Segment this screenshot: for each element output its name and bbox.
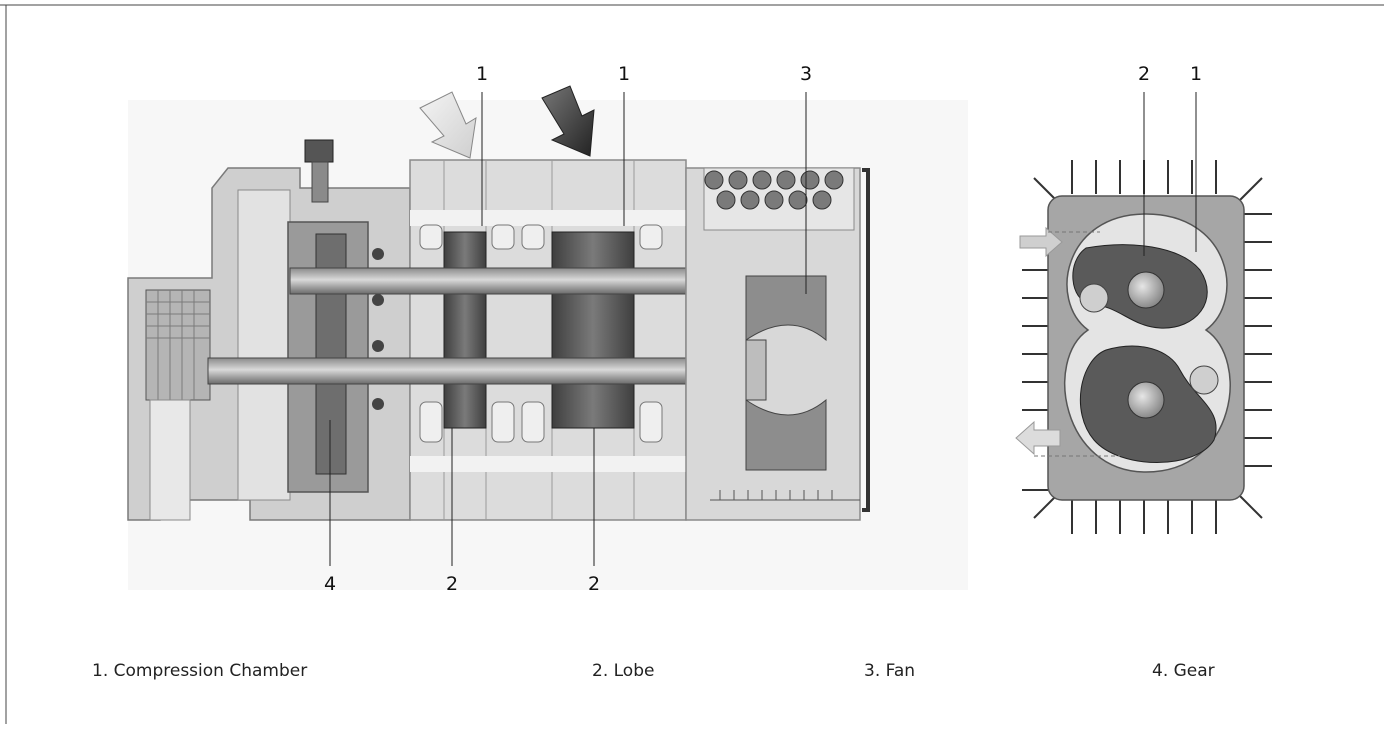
callout-endview-chamber: 1: [1190, 63, 1202, 85]
end-view-upper-hub: [1127, 271, 1165, 309]
lobe-left: [443, 231, 487, 429]
base-fins: [710, 490, 860, 501]
outlet-arrow: [541, 85, 595, 157]
pump-end-view: [1015, 160, 1272, 534]
fan-guard: [862, 168, 870, 512]
end-foot: [149, 399, 191, 521]
legend-lobe: 2. Lobe: [592, 661, 655, 681]
cooling-fins-end-view: [1022, 160, 1272, 534]
upper-shaft: [289, 267, 721, 295]
legend-gear: 4. Gear: [1152, 661, 1215, 681]
lobe-right: [551, 231, 635, 429]
callout-endview-lobe: 2: [1138, 63, 1150, 85]
callout-lobe-right: 2: [588, 573, 600, 595]
callout-gear: 4: [324, 573, 336, 595]
housing-inner-wall: [237, 189, 291, 501]
end-view-swirl-port-lower: [1189, 365, 1219, 395]
callout-compression-chamber-right: 1: [618, 63, 630, 85]
lower-shaft: [207, 357, 779, 385]
callout-compression-chamber-left: 1: [476, 63, 488, 85]
section-leader-lines: [329, 92, 807, 566]
legend-compression-chamber: 1. Compression Chamber: [92, 661, 308, 681]
chamber-top-gap: [410, 210, 686, 226]
intake-filter-mesh: [146, 290, 210, 400]
inlet-arrow: [419, 91, 477, 159]
callout-fan: 3: [800, 63, 812, 85]
pump-section-view: [127, 85, 870, 521]
legend-fan: 3. Fan: [864, 661, 916, 681]
end-view-swirl-port: [1079, 283, 1109, 313]
endview-callouts: 2 1: [1138, 63, 1202, 85]
oil-plug-stem: [311, 161, 329, 203]
section-callouts: 1 1 3 4 2 2: [324, 63, 812, 595]
air-ports: [419, 224, 663, 443]
intake-filter: [145, 289, 211, 401]
chamber-bottom-gap: [410, 456, 686, 472]
end-view-lower-hub: [1127, 381, 1165, 419]
end-view-outlet-arrow: [1015, 420, 1061, 456]
callout-lobe-left: 2: [446, 573, 458, 595]
cooling-coils: [704, 170, 844, 210]
end-view-inlet-arrow: [1019, 226, 1063, 258]
oil-plug-knob: [304, 139, 334, 163]
endview-leader-lines: [1143, 92, 1197, 256]
